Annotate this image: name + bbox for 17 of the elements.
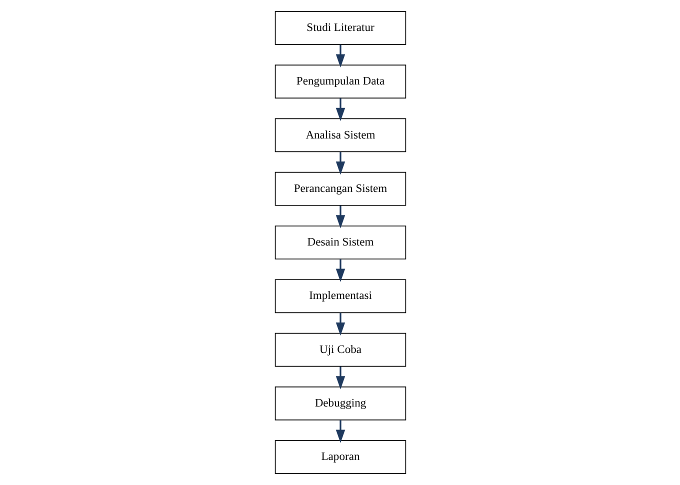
node-box: Pengumpulan Data [274,64,406,98]
arrow [335,98,345,122]
node-box: Perancangan Sistem [274,172,406,206]
arrow [335,152,345,175]
node-box: Analisa Sistem [274,118,406,152]
node-box: Debugging [274,386,406,420]
node-box: Desain Sistem [274,226,406,260]
node-box: Studi Literatur [274,11,406,45]
node-box: Implementasi [274,279,406,314]
node-box: Laporan [274,440,406,474]
arrow [335,259,345,282]
arrow [335,44,345,68]
arrow [335,420,345,443]
arrow [335,206,345,228]
node-box: Uji Coba [274,332,406,367]
arrow [335,366,345,390]
arrow [335,312,345,336]
